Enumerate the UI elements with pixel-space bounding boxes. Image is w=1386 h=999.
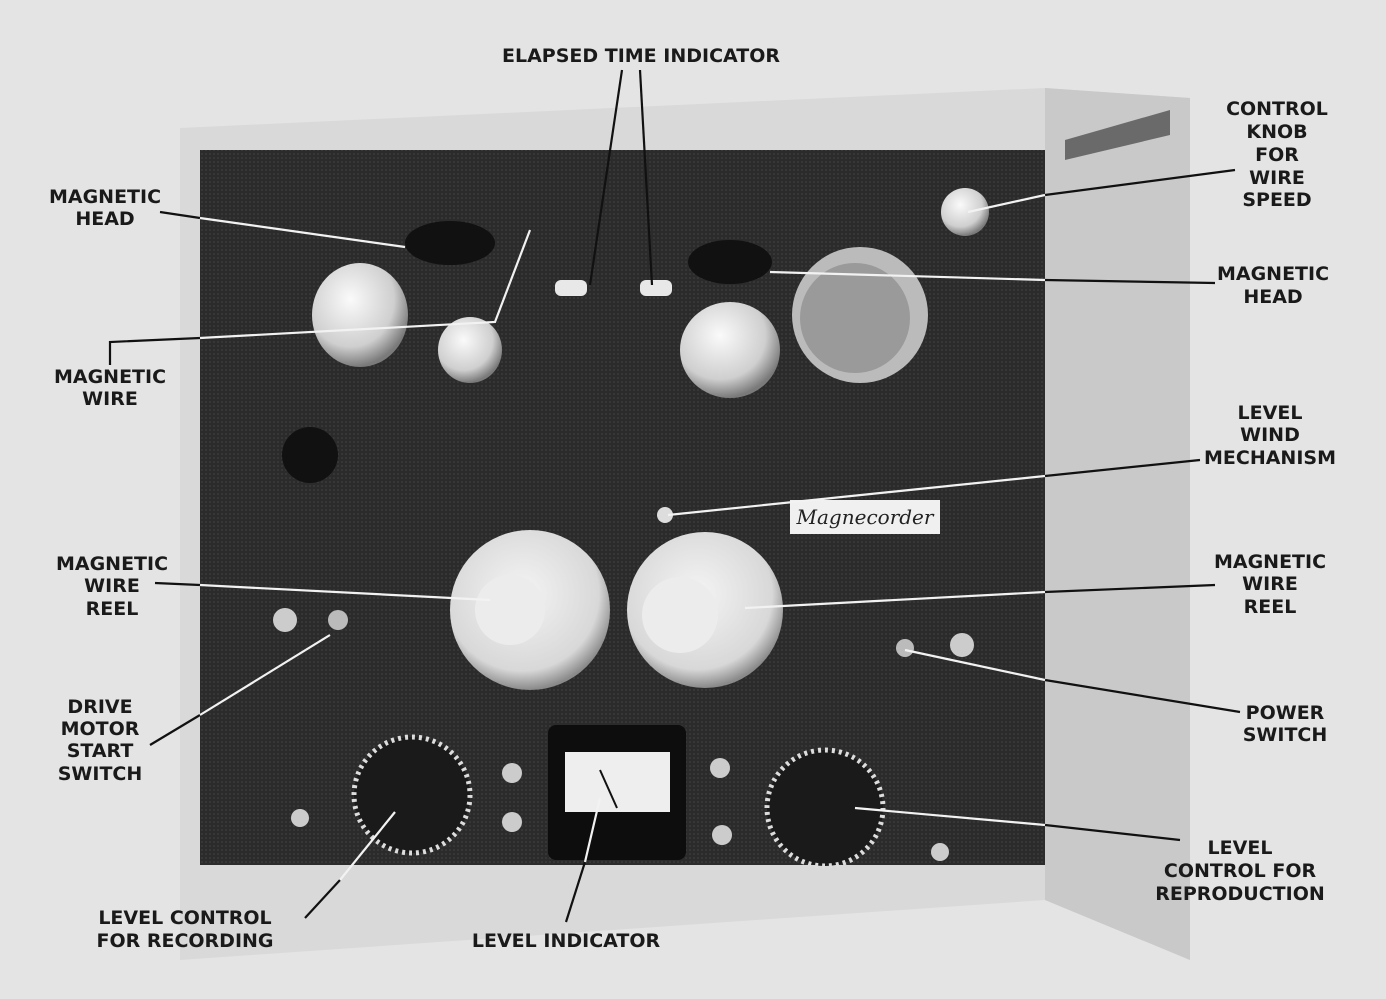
label-level-wind-mechanism: LEVEL WIND MECHANISM bbox=[1204, 402, 1336, 469]
label-line: REEL bbox=[86, 598, 139, 620]
label-line: START bbox=[67, 740, 134, 762]
right-guide-knob bbox=[680, 302, 780, 398]
label-power-switch: POWER SWITCH bbox=[1243, 702, 1328, 746]
components: Magnecorder bbox=[273, 188, 989, 869]
label-line: LEVEL bbox=[1238, 402, 1303, 424]
label-line: MECHANISM bbox=[1204, 447, 1336, 469]
level-wind-guide bbox=[657, 507, 673, 523]
selector-knob[interactable] bbox=[282, 427, 338, 483]
label-line: LEVEL CONTROL bbox=[98, 907, 271, 929]
label-line: SPEED bbox=[1242, 189, 1311, 211]
left-supply-knob bbox=[312, 263, 408, 367]
cabinet-handle-slot bbox=[1065, 110, 1170, 160]
mic-input-jack[interactable] bbox=[291, 809, 309, 827]
leader-lines bbox=[108, 69, 1241, 923]
label-line: WIND bbox=[1240, 424, 1300, 446]
recording-level-dial[interactable] bbox=[351, 734, 473, 856]
label-magnetic-head-left: MAGNETIC HEAD bbox=[49, 186, 161, 230]
left-guide-knob bbox=[438, 317, 502, 383]
label-control-knob-wire-speed: CONTROL KNOB FOR WIRE SPEED bbox=[1226, 98, 1328, 211]
label-line: WIRE bbox=[1249, 167, 1305, 189]
label-line: WIRE bbox=[82, 388, 138, 410]
drive-motor-switch[interactable] bbox=[273, 608, 297, 632]
wire-speed-knob[interactable] bbox=[941, 188, 989, 236]
brand-plate-text: Magnecorder bbox=[796, 505, 935, 529]
label-line: LEVEL bbox=[1208, 837, 1273, 859]
label-line: FOR bbox=[1255, 144, 1299, 166]
label-line: SWITCH bbox=[58, 763, 143, 785]
label-line: KNOB bbox=[1246, 121, 1307, 143]
label-line: REPRODUCTION bbox=[1155, 883, 1325, 905]
label-line: MAGNETIC bbox=[1214, 551, 1326, 573]
label-line: MOTOR bbox=[61, 718, 140, 740]
label-line: SWITCH bbox=[1243, 724, 1328, 746]
monitor-output-jack[interactable] bbox=[931, 843, 949, 861]
label-line: FOR RECORDING bbox=[96, 930, 273, 952]
label-level-indicator: LEVEL INDICATOR bbox=[472, 930, 661, 952]
level-meter-face bbox=[565, 752, 670, 812]
label-magnetic-wire-reel-right: MAGNETIC WIRE REEL bbox=[1214, 551, 1326, 618]
label-magnetic-head-right: MAGNETIC HEAD bbox=[1217, 263, 1329, 308]
brand-plate bbox=[790, 500, 940, 534]
label-magnetic-wire-reel-left: MAGNETIC WIRE REEL bbox=[56, 553, 168, 620]
label-line: POWER bbox=[1246, 702, 1325, 724]
reproduction-level-dial[interactable] bbox=[764, 747, 886, 869]
elapsed-time-counter-right bbox=[640, 280, 672, 296]
left-magnetic-head bbox=[405, 221, 495, 265]
label-line: MAGNETIC bbox=[54, 366, 166, 388]
label-line: MAGNETIC bbox=[1217, 263, 1329, 285]
label-elapsed-time-indicator: ELAPSED TIME INDICATOR bbox=[502, 45, 780, 67]
label-line: DRIVE bbox=[67, 696, 132, 718]
label-line: WIRE bbox=[1242, 573, 1298, 595]
label-line: CONTROL FOR bbox=[1164, 860, 1317, 882]
label-line: MAGNETIC bbox=[56, 553, 168, 575]
label-line: MAGNETIC bbox=[49, 186, 161, 208]
label-level-control-reproduction: LEVEL CONTROL FOR REPRODUCTION bbox=[1155, 837, 1325, 905]
label-line: WIRE bbox=[84, 575, 140, 597]
label-line: HEAD bbox=[75, 208, 134, 230]
label-line: CONTROL bbox=[1226, 98, 1328, 120]
callout-labels: ELAPSED TIME INDICATOR CONTROL KNOB FOR … bbox=[49, 45, 1336, 952]
right-magnetic-head bbox=[688, 240, 772, 284]
elapsed-time-counter-left bbox=[555, 280, 587, 296]
label-line: HEAD bbox=[1243, 286, 1302, 308]
label-line: REEL bbox=[1244, 596, 1297, 618]
label-drive-motor-start-switch: DRIVE MOTOR START SWITCH bbox=[58, 696, 143, 785]
label-magnetic-wire: MAGNETIC WIRE bbox=[54, 366, 166, 410]
label-level-control-recording: LEVEL CONTROL FOR RECORDING bbox=[96, 907, 273, 952]
power-switch[interactable] bbox=[950, 633, 974, 657]
